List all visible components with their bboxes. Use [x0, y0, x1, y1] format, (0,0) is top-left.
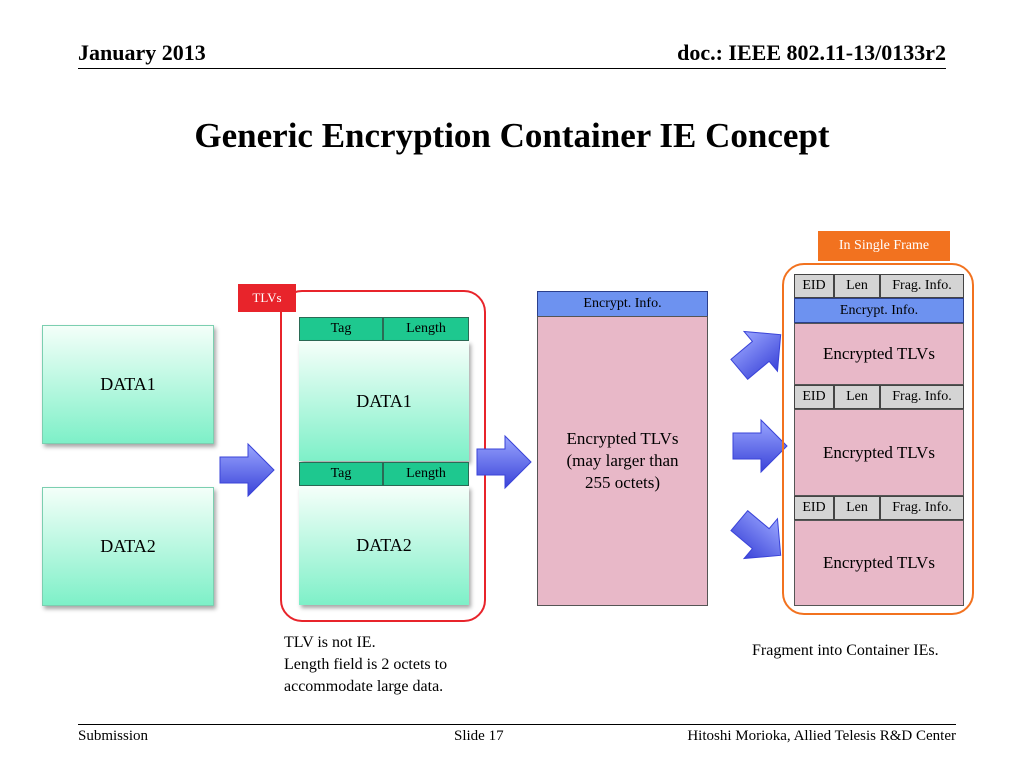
footer-submission: Submission — [78, 728, 149, 744]
frag-info-cell: Frag. Info. — [880, 385, 964, 409]
arrow-right-icon — [476, 434, 532, 490]
single-frame-outline — [782, 263, 974, 615]
tag-cell-2: Tag — [299, 462, 383, 486]
length-cell-1: Length — [383, 317, 469, 341]
ie-encrypted-tlvs: Encrypted TLVs — [794, 409, 964, 496]
data2-box: DATA2 — [42, 487, 214, 606]
tlv-data1-label: DATA1 — [356, 390, 412, 411]
encrypted-tlvs-line: (may larger than — [566, 451, 679, 470]
len-cell: Len — [834, 496, 880, 520]
footer-author: Hitoshi Morioka, Allied Telesis R&D Cent… — [687, 728, 956, 744]
data1-box: DATA1 — [42, 325, 214, 444]
frag-info-cell: Frag. Info. — [880, 274, 964, 298]
header-date: January 2013 — [78, 40, 206, 65]
arrow-right-icon — [219, 442, 275, 498]
fragment-note: Fragment into Container IEs. — [752, 642, 939, 659]
len-cell: Len — [834, 274, 880, 298]
tlv-note-line: Length field is 2 octets to — [284, 656, 448, 673]
encrypt-info-header: Encrypt. Info. — [537, 291, 708, 317]
arrow-right-icon — [732, 418, 788, 474]
tlv-data2-label: DATA2 — [356, 535, 412, 555]
ie-encrypted-tlvs: Encrypted TLVs — [794, 323, 964, 385]
len-cell: Len — [834, 385, 880, 409]
ie-encrypted-tlvs: Encrypted TLVs — [794, 520, 964, 606]
eid-cell: EID — [794, 274, 834, 298]
tlv-data2-block: DATA2 — [299, 486, 469, 605]
encrypted-tlvs-line: Encrypted TLVs — [566, 429, 679, 448]
footer-rule — [78, 724, 956, 725]
length-cell-2: Length — [383, 462, 469, 486]
tlv-note-line: TLV is not IE. — [284, 634, 376, 651]
eid-cell: EID — [794, 385, 834, 409]
slide-title: Generic Encryption Container IE Concept — [194, 116, 830, 155]
encrypted-tlvs-block: Encrypted TLVs (may larger than 255 octe… — [537, 316, 708, 606]
tlvs-label: TLVs — [238, 284, 296, 312]
tlv-data1-block: DATA1 — [299, 341, 469, 461]
data2-label: DATA2 — [100, 536, 156, 556]
frag-info-cell: Frag. Info. — [880, 496, 964, 520]
header-doc-id: doc.: IEEE 802.11-13/0133r2 — [677, 40, 946, 65]
footer-slide-number: Slide 17 — [454, 728, 504, 744]
data1-label: DATA1 — [100, 374, 156, 394]
tag-cell-1: Tag — [299, 317, 383, 341]
eid-cell: EID — [794, 496, 834, 520]
encrypted-tlvs-line: 255 octets) — [584, 473, 661, 492]
header-rule — [78, 68, 946, 69]
tlv-note: TLV is not IE. Length field is 2 octets … — [284, 632, 447, 698]
arrow-down-right-icon — [730, 509, 782, 560]
ie-encrypt-info: Encrypt. Info. — [794, 298, 964, 323]
single-frame-label: In Single Frame — [818, 231, 950, 261]
arrow-up-right-icon — [730, 330, 782, 381]
tlv-note-line: accommodate large data. — [284, 678, 444, 695]
